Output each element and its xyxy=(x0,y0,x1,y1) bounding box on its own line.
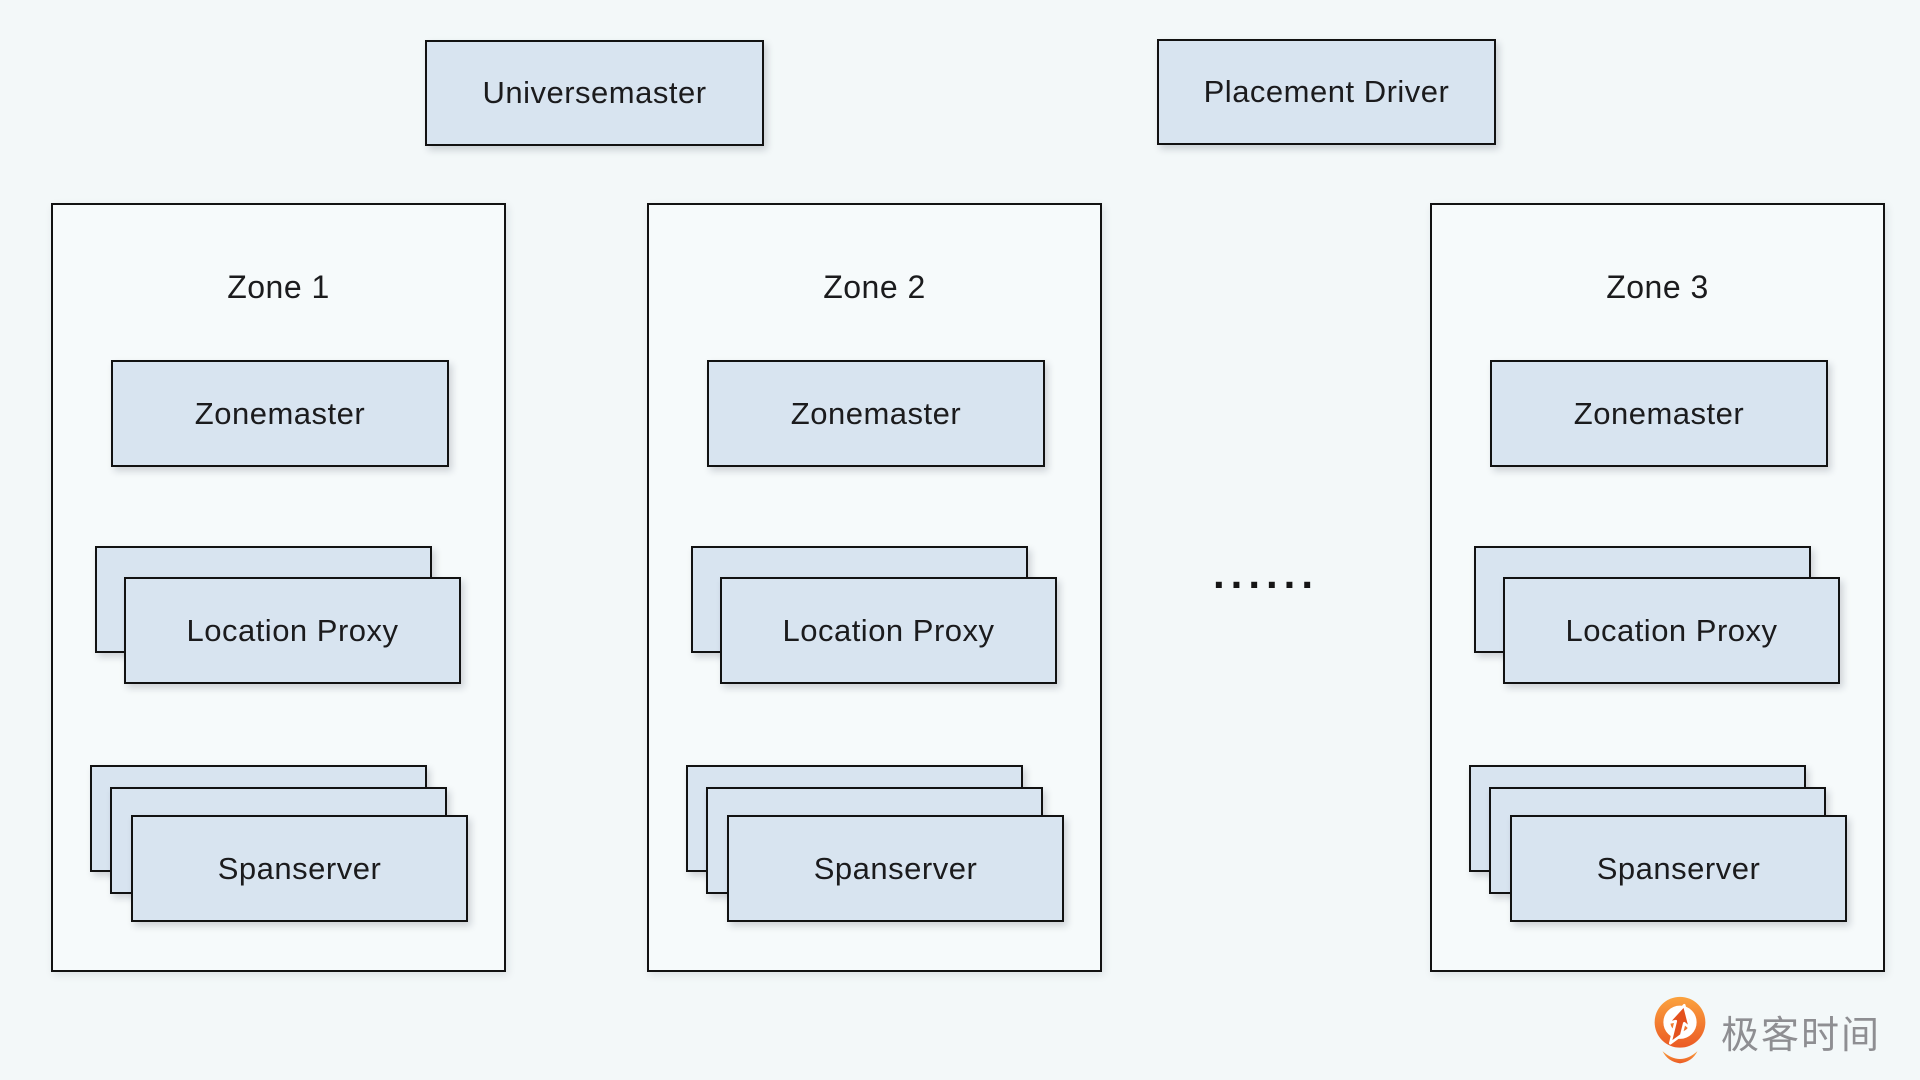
zone-3-spanserver-node: Spanserver xyxy=(1510,815,1847,922)
spanserver-label: Spanserver xyxy=(217,850,382,886)
more-zones-ellipsis: ...... xyxy=(1212,550,1319,597)
zonemaster-label: Zonemaster xyxy=(194,395,366,431)
geektime-pin-icon xyxy=(1654,996,1706,1064)
zone-1-container: Zone 1 Zonemaster Location Proxy Spanser… xyxy=(51,203,506,972)
zone-3-zonemaster-node: Zonemaster xyxy=(1490,360,1828,467)
location-proxy-label: Location Proxy xyxy=(1565,612,1778,648)
zone-1-zonemaster-node: Zonemaster xyxy=(111,360,449,467)
zone-1-title: Zone 1 xyxy=(227,269,330,305)
zone-2-zonemaster-node: Zonemaster xyxy=(707,360,1045,467)
zone-3-container: Zone 3 Zonemaster Location Proxy Spanser… xyxy=(1430,203,1885,972)
spanserver-label: Spanserver xyxy=(813,850,978,886)
zone-1-spanserver-node: Spanserver xyxy=(131,815,468,922)
zone-2-location-proxy-node: Location Proxy xyxy=(720,577,1057,684)
zone-3-location-proxy-node: Location Proxy xyxy=(1503,577,1840,684)
universemaster-label: Universemaster xyxy=(482,75,707,110)
zone-2-container: Zone 2 Zonemaster Location Proxy Spanser… xyxy=(647,203,1102,972)
zonemaster-label: Zonemaster xyxy=(790,395,962,431)
spanserver-label: Spanserver xyxy=(1596,850,1761,886)
brand-text: 极客时间 xyxy=(1721,1014,1882,1057)
placement-driver-node: Placement Driver xyxy=(1157,39,1496,145)
universemaster-node: Universemaster xyxy=(425,40,764,146)
zone-3-title: Zone 3 xyxy=(1606,269,1709,305)
location-proxy-label: Location Proxy xyxy=(782,612,995,648)
brand-watermark: 极客时间 xyxy=(1652,996,1881,1066)
location-proxy-label: Location Proxy xyxy=(186,612,399,648)
zone-2-title: Zone 2 xyxy=(823,269,926,305)
zonemaster-label: Zonemaster xyxy=(1573,395,1745,431)
zone-2-spanserver-node: Spanserver xyxy=(727,815,1064,922)
zone-1-location-proxy-node: Location Proxy xyxy=(124,577,461,684)
placement-driver-label: Placement Driver xyxy=(1203,74,1450,109)
